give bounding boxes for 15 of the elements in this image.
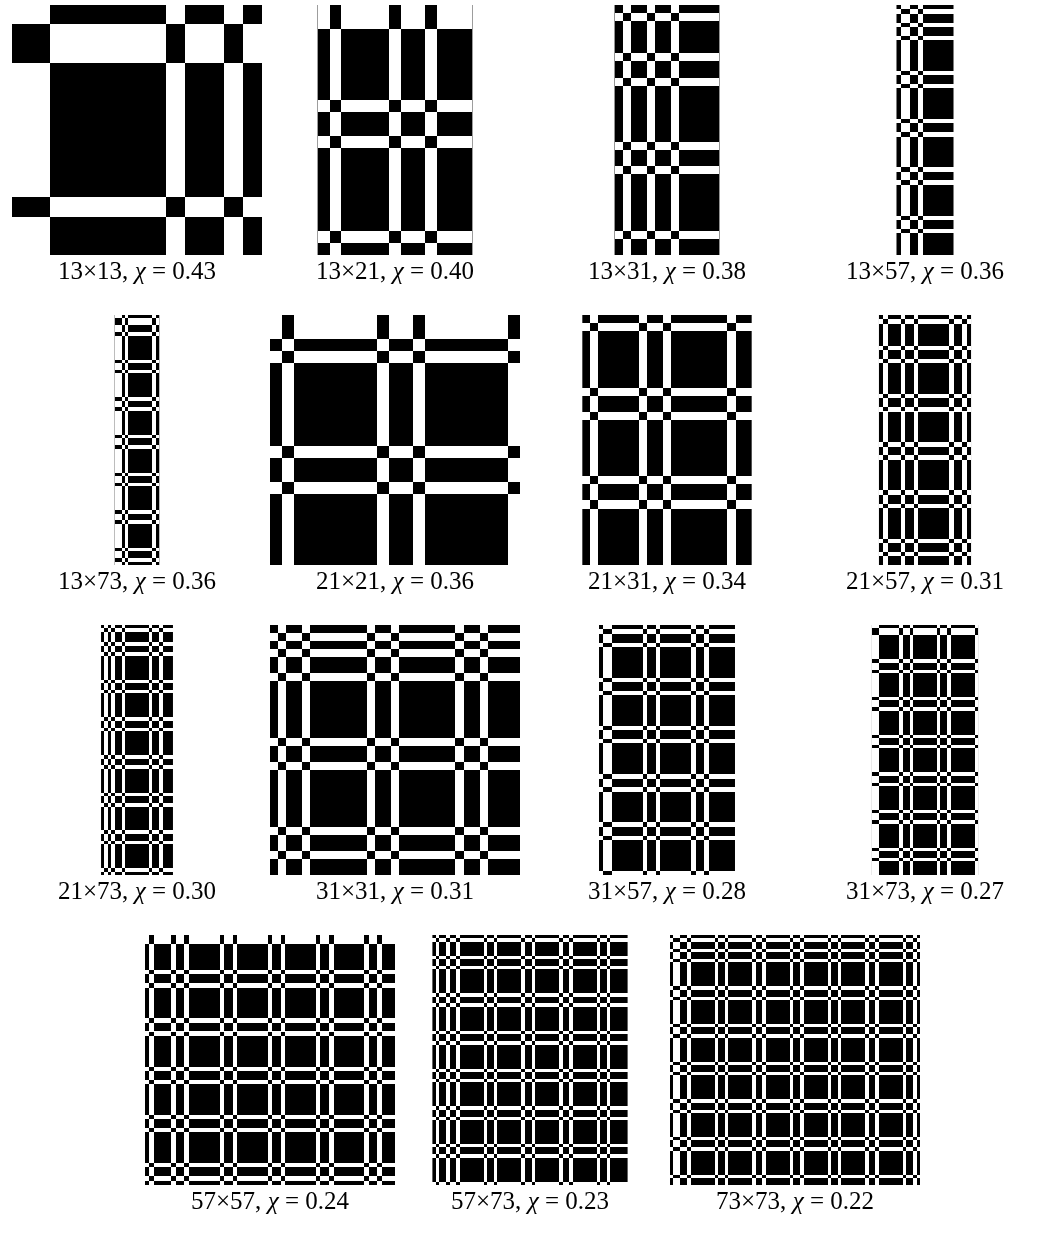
figure-caption: 13×31, χ = 0.38 [588, 257, 746, 285]
figure-caption: 31×57, χ = 0.28 [588, 877, 746, 905]
figure-caption: 13×73, χ = 0.36 [58, 567, 216, 595]
figure-caption: 13×21, χ = 0.40 [316, 257, 474, 285]
figure-caption: 21×73, χ = 0.30 [58, 877, 216, 905]
figure-caption: 73×73, χ = 0.22 [716, 1187, 874, 1215]
figure-caption: 13×57, χ = 0.36 [846, 257, 1004, 285]
figure-caption: 21×57, χ = 0.31 [846, 567, 1004, 595]
figure-caption: 13×13, χ = 0.43 [58, 257, 216, 285]
figure-caption: 21×31, χ = 0.34 [588, 567, 746, 595]
figure-caption: 31×73, χ = 0.27 [846, 877, 1004, 905]
figure-caption: 57×57, χ = 0.24 [191, 1187, 349, 1215]
figure-caption: 31×31, χ = 0.31 [316, 877, 474, 905]
figure-caption: 57×73, χ = 0.23 [451, 1187, 609, 1215]
figure-caption: 21×21, χ = 0.36 [316, 567, 474, 595]
